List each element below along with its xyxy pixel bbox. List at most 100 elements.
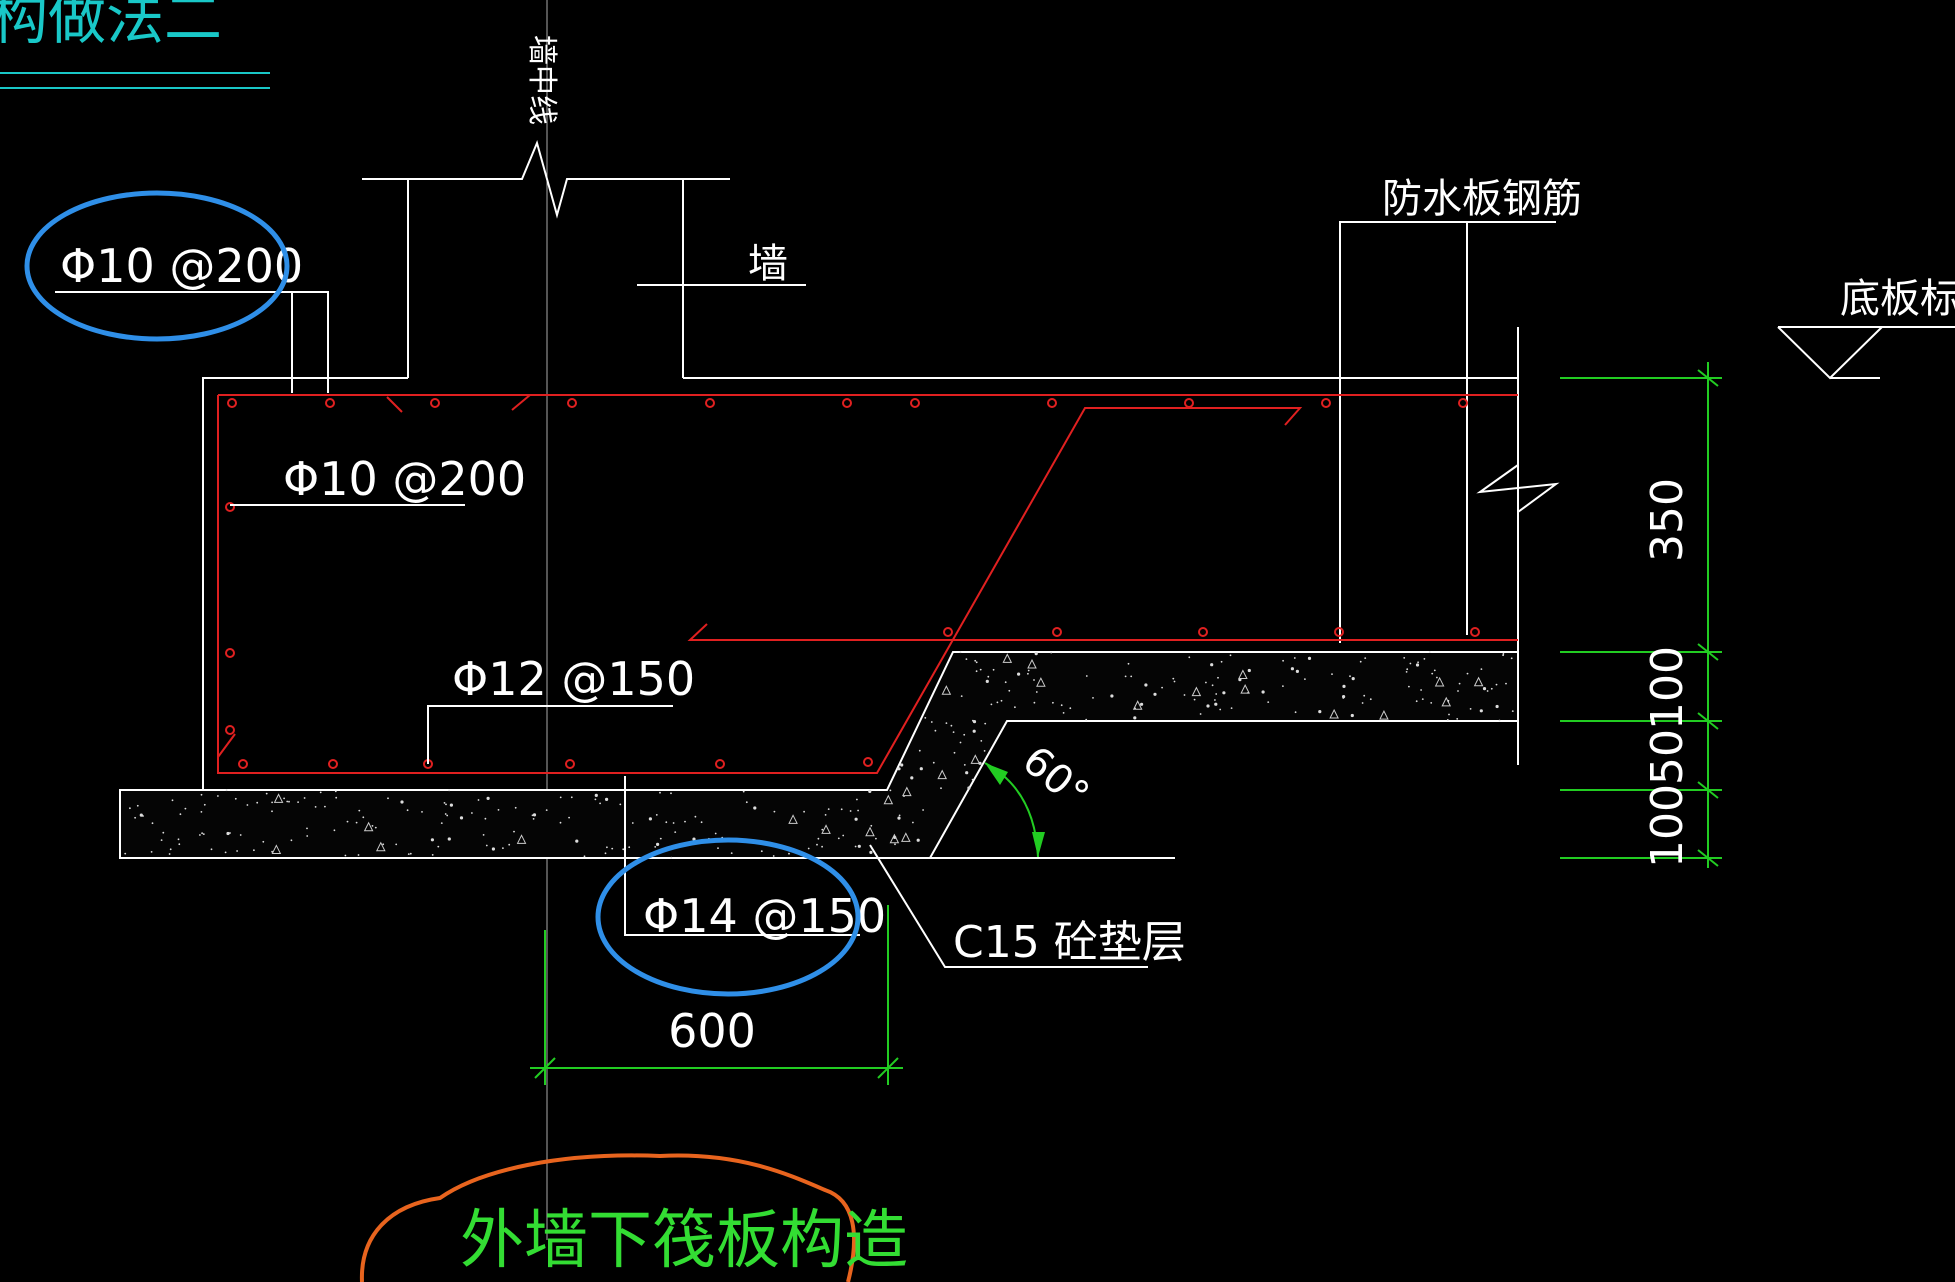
hatch-dot	[1085, 675, 1088, 677]
dim-tick-790	[1697, 781, 1719, 799]
dim-50-label: 50	[1642, 729, 1693, 785]
wall-centerline: 墙中线	[524, 0, 559, 1240]
hatch-dot	[648, 817, 653, 821]
hatch-dot	[606, 846, 608, 849]
hatch-dot	[168, 853, 171, 855]
hatch-dot	[1033, 701, 1036, 704]
hatch-dot	[502, 847, 504, 849]
hatch-dot	[508, 843, 511, 846]
angle-marker: 60°	[984, 737, 1097, 858]
rebar-dot	[325, 398, 335, 408]
hatch-dot	[742, 790, 745, 793]
hatch-dot	[1466, 672, 1469, 675]
hatch-dot	[1307, 656, 1312, 661]
waterproof-rebar-label: 防水板钢筋	[1382, 176, 1582, 222]
hatch-dot	[900, 763, 904, 767]
hatch-dot	[972, 720, 977, 724]
rebar-dot	[1470, 627, 1480, 637]
hatch-dot	[1144, 683, 1148, 687]
hatch-dot	[1183, 694, 1186, 696]
hatch-dot	[568, 816, 570, 819]
hatch-dot	[357, 854, 360, 856]
rebar-dot	[1321, 398, 1331, 408]
rebar-dot	[1458, 398, 1468, 408]
hatch-dot	[1220, 660, 1223, 663]
hatch-dot	[631, 822, 634, 824]
hatch-dot	[959, 651, 962, 654]
rebar-dot	[567, 398, 577, 408]
wall-label: 墙	[748, 241, 788, 287]
hatch-dot	[980, 740, 983, 742]
hatch-dot	[142, 815, 144, 817]
hatch-triangle	[1238, 669, 1248, 680]
highlight-circle-bottom	[595, 837, 861, 997]
hatch-dot	[200, 811, 203, 813]
hatch-dot	[1014, 706, 1016, 709]
hatch-triangle	[1329, 708, 1339, 719]
hatch-dot	[824, 814, 827, 816]
rebar-top-label: Φ10 @200	[60, 239, 303, 293]
hatch-dot	[431, 854, 434, 856]
hatch-triangle	[902, 786, 912, 797]
caption-text: 外墙下筏板构造	[460, 1204, 908, 1278]
hatch-dot	[898, 814, 901, 817]
hatch-dot	[286, 800, 289, 803]
hatch-dot	[894, 843, 896, 846]
hatch-dot	[1423, 658, 1426, 660]
hatch-dot	[655, 814, 658, 816]
rebar-dot	[225, 725, 235, 735]
rebar-dot	[565, 759, 575, 769]
hatch-dot	[179, 813, 182, 816]
elevation-triangle	[1777, 326, 1883, 380]
hatch-dot	[919, 767, 923, 771]
hatch-dot	[344, 854, 347, 857]
rebar-side-label: Φ10 @200	[283, 452, 526, 506]
cushion-outline	[119, 651, 1519, 859]
caption-outline	[359, 1153, 856, 1282]
hatch-dot	[314, 806, 317, 808]
hatch-dot	[788, 852, 790, 855]
hatch-dot	[362, 816, 365, 819]
leader-middle	[427, 705, 673, 764]
hatch-dot	[694, 815, 697, 818]
hatch-dot	[827, 808, 830, 810]
hatch-dot	[532, 813, 537, 817]
hatch-dot	[253, 849, 255, 852]
hatch-dot	[178, 843, 181, 846]
rebar	[217, 394, 1518, 774]
hatch-dot	[443, 802, 446, 804]
hatch-dot	[374, 826, 377, 829]
hatch-dot	[559, 796, 562, 799]
hatch-dot	[334, 790, 337, 793]
hatch-dot	[1193, 698, 1196, 701]
hatch-dot	[975, 661, 978, 664]
hatch-dot	[1004, 681, 1007, 684]
hatch-dot	[659, 837, 662, 840]
hatch-dot	[983, 750, 986, 752]
hatch-triangle	[788, 814, 798, 824]
rebar-dot	[705, 398, 715, 408]
hatch-dot	[870, 824, 873, 827]
rebar-slab-bottom	[687, 623, 1518, 641]
hatch-dot	[1215, 693, 1218, 695]
hatch-dot	[1363, 694, 1366, 697]
angle-arrow-2	[1032, 832, 1045, 857]
hatch-dot	[1350, 713, 1354, 718]
hatch-dot	[200, 793, 203, 796]
dimension-vertical	[1560, 362, 1722, 868]
header: 构做法二	[0, 0, 270, 89]
hatch-dot	[857, 809, 859, 812]
hatch-dot	[953, 751, 956, 754]
hatch-dot	[984, 722, 987, 725]
hatch-dot	[1008, 689, 1011, 692]
hatch-dot	[745, 801, 748, 804]
hatch-dot	[1034, 652, 1038, 656]
hatch-dot	[407, 853, 410, 855]
hatch-dot	[910, 776, 914, 780]
hatch-triangle	[941, 685, 952, 695]
hatch-triangle	[821, 824, 831, 834]
hatch-dot	[1230, 707, 1233, 709]
hatch-dot	[1318, 710, 1322, 714]
hatch-triangle	[937, 769, 948, 780]
rebar-dot	[943, 627, 953, 637]
